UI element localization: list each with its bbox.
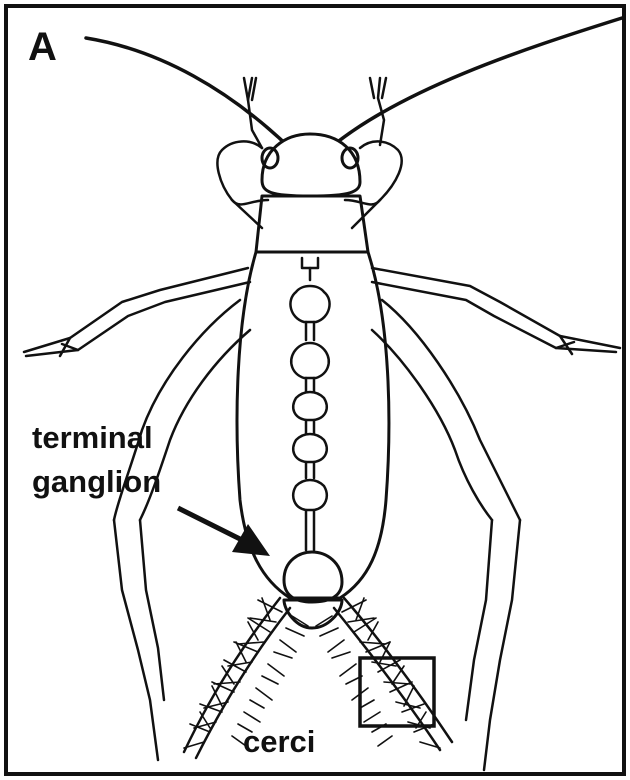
nerve-cord: [290, 258, 329, 550]
terminal-ganglion: [284, 552, 342, 602]
panel-letter: A: [28, 25, 57, 69]
pronotum: [256, 196, 368, 252]
arrow: [178, 508, 270, 556]
cerci: [184, 598, 452, 758]
label-cerci: cerci: [243, 724, 315, 759]
abdomen-tip: [284, 600, 342, 628]
antennae: [86, 18, 622, 150]
label-ganglion: ganglion: [32, 464, 161, 499]
label-terminal: terminal: [32, 420, 153, 455]
head: [262, 134, 360, 196]
